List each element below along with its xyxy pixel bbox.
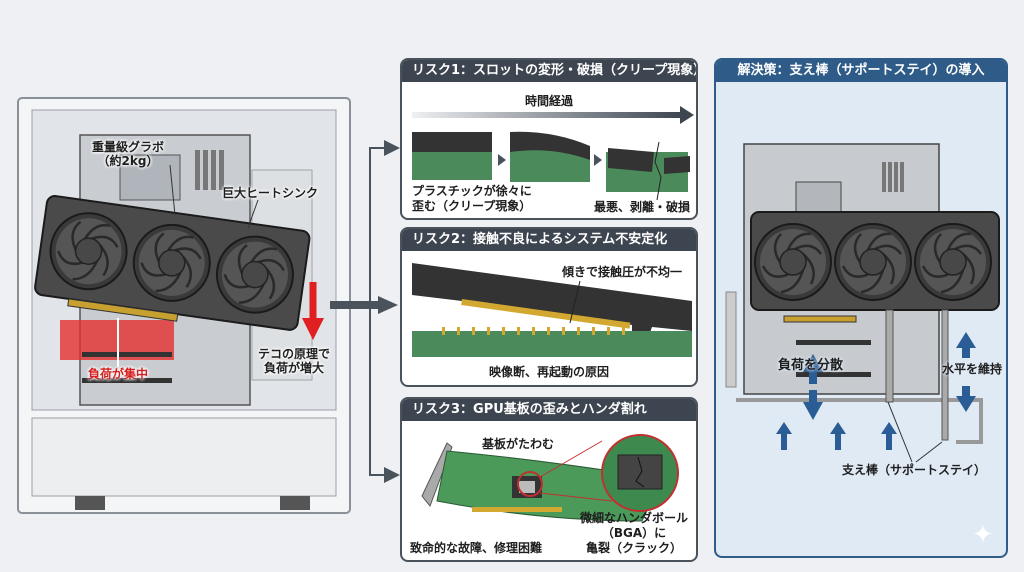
bga-label-line3: 亀裂（クラック）	[586, 541, 683, 555]
bga-label-line2: （BGA）に	[601, 526, 667, 540]
bga-label-line1: 微細なハンダボール	[580, 511, 689, 525]
pcb-crack-illustration	[421, 434, 679, 522]
slot-creep-illustration	[412, 106, 694, 201]
risk1-title: リスク1：スロットの変形・破損（クリープ現象）	[402, 60, 696, 82]
gpu-label-line1: 重量級グラボ	[92, 140, 165, 154]
risk2-panel: リスク2：接触不良によるシステム不安定化 傾きで接触圧が不均一 映像断、再起動の…	[400, 227, 698, 387]
risk3-title: リスク3：GPU基板の歪みとハンダ割れ	[402, 399, 696, 421]
timeline-label: 時間経過	[524, 94, 574, 108]
solution-panel: 解決策：支え棒（サポートステイ）の導入 負荷を分散 水平を維持 支え棒（サポート…	[714, 58, 1008, 558]
lever-label-line2: 負荷が増大	[264, 361, 325, 376]
creep-caption-line1: プラスチックが徐々に	[412, 184, 532, 198]
creep-caption-line2: 歪む（クリープ現象）	[412, 199, 532, 213]
support-stay-label: 支え棒（サポートステイ）	[842, 463, 987, 477]
stress-label: 負荷が集中	[88, 367, 149, 381]
keep-level-label: 水平を維持	[942, 362, 1003, 376]
risk1-panel: リスク1：スロットの変形・破損（クリープ現象） 時間経過 プラスチックが徐々に …	[400, 58, 698, 220]
risk3-panel: リスク3：GPU基板の歪みとハンダ割れ 基板がたわむ 致命的な故障、修理困難 微…	[400, 397, 698, 562]
gpu-label-line2: （約2kg）	[97, 154, 159, 169]
distribute-load-label: 負荷を分散	[778, 358, 844, 373]
contact-pressure-callout: 傾きで接触圧が不均一	[562, 265, 683, 279]
lever-label: テコの原理で 負荷が増大	[258, 347, 330, 376]
failure-caption: 致命的な故障、修理困難	[410, 541, 543, 555]
risk2-title: リスク2：接触不良によるシステム不安定化	[402, 229, 696, 251]
connector-arrows	[330, 140, 400, 483]
solution-title: 解決策：支え棒（サポートステイ）の導入	[716, 60, 1006, 82]
sparkle-icon: ✦	[972, 520, 994, 550]
bga-crack-label: 微細なハンダボール （BGA）に 亀裂（クラック）	[580, 511, 688, 556]
gpu-weight-label: 重量級グラボ （約2kg）	[92, 140, 164, 169]
heatsink-label: 巨大ヒートシンク	[222, 186, 319, 200]
lever-label-line1: テコの原理で	[258, 347, 331, 361]
contact-illustration	[412, 263, 692, 357]
worst-case-caption: 最悪、剥離・破損	[594, 200, 691, 214]
board-bend-label: 基板がたわむ	[482, 437, 555, 451]
creep-caption: プラスチックが徐々に 歪む（クリープ現象）	[412, 184, 532, 214]
pc-case-illustration	[17, 97, 351, 514]
support-stay-illustration	[725, 143, 1000, 463]
contact-caption: 映像断、再起動の原因	[488, 365, 610, 379]
